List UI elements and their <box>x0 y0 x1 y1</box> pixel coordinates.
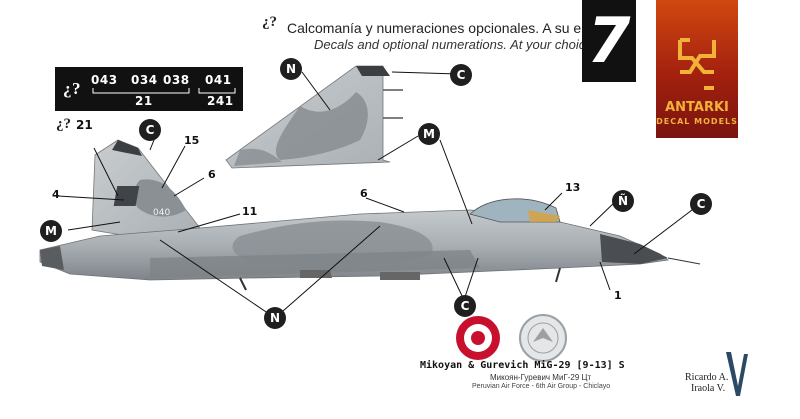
header-question-mark: ¿? <box>262 14 277 30</box>
tail-question-mark: ¿? <box>56 116 71 132</box>
label-6-tail: 6 <box>208 168 216 181</box>
unit-badge-icon <box>519 314 567 362</box>
number-241: 241 <box>207 94 234 108</box>
number-043: 043 <box>91 73 118 87</box>
number-21: 21 <box>135 94 153 108</box>
caption-title: Mikoyan & Gurevich MiG-29 [9-13] S <box>420 360 625 371</box>
label-4: 4 <box>52 188 60 201</box>
optional-numbers-box: ¿? 043 034 038 041 21 241 <box>55 67 243 111</box>
numbox-question-mark: ¿? <box>63 79 81 98</box>
side-view-aircraft <box>39 139 701 291</box>
aircraft-serial: 040 <box>153 208 171 218</box>
signature-mark-icon <box>726 352 748 396</box>
header-english-text: Decals and optional numerations. At your… <box>314 37 597 52</box>
artist-signature: Ricardo A. Iraola V. <box>685 372 728 394</box>
peru-roundel <box>456 316 500 360</box>
label-1: 1 <box>614 289 622 302</box>
aircraft-caption: Mikoyan & Gurevich MiG-29 [9-13] S Микоя… <box>420 360 640 390</box>
signature-line-2: Iraola V. <box>691 383 726 394</box>
label-6-fuselage: 6 <box>360 187 368 200</box>
callout-c-tail: C <box>139 119 161 141</box>
number-034: 034 <box>131 73 158 87</box>
callout-m-topview: M <box>418 123 440 145</box>
label-13: 13 <box>565 181 581 194</box>
caption-russian: Микоян-Гуревич МиГ-29 Цт <box>490 373 592 382</box>
numbox-brackets <box>92 88 236 94</box>
callout-lines <box>57 71 693 319</box>
callout-n-bottom: N <box>264 307 286 329</box>
callout-c-topview: C <box>450 64 472 86</box>
signature-line-1: Ricardo A. <box>685 372 729 383</box>
top-view-fin <box>225 65 403 169</box>
antarki-logo: ANTARKI DECAL MODELS <box>656 0 738 138</box>
caption-subtitle: Peruvian Air Force - 6th Air Group - Chi… <box>472 383 611 390</box>
logo-brand: ANTARKI <box>665 100 729 115</box>
label-11: 11 <box>242 205 258 218</box>
header-spanish-text: Calcomanía y numeraciones opcionales. A … <box>287 20 629 36</box>
callout-enye: Ñ <box>612 190 634 212</box>
logo-mark-icon <box>678 38 716 90</box>
callout-c-nose: C <box>690 193 712 215</box>
label-15: 15 <box>184 134 200 147</box>
logo-sub: DECAL MODELS <box>656 117 738 126</box>
callout-n-topview: N <box>280 58 302 80</box>
number-041: 041 <box>205 73 232 87</box>
number-038: 038 <box>163 73 190 87</box>
callout-c-bottom: C <box>454 295 476 317</box>
page-number: 7 <box>582 0 636 82</box>
tail-number-21: 21 <box>76 118 93 132</box>
callout-m-left: M <box>40 220 62 242</box>
